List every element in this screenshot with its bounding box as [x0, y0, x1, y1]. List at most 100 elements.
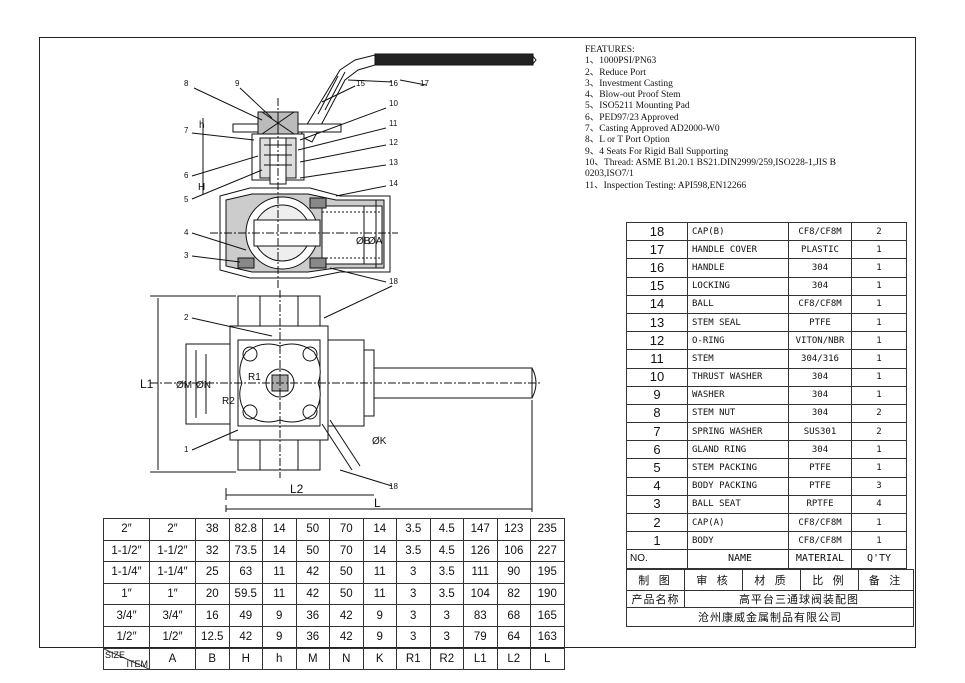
feature-item: 6、PED97/23 Approved [585, 112, 679, 123]
dim-header: R1 [396, 647, 431, 671]
part-qty: 1 [851, 385, 907, 405]
dim-B-label: ØB [356, 236, 371, 247]
header-qty: Q'TY [851, 549, 907, 569]
dim-cell: 11 [262, 582, 297, 606]
part-material: PTFE [788, 312, 852, 333]
dim-cell: 190 [530, 582, 565, 606]
dim-N-label: ØN [196, 380, 211, 391]
feature-item: 4、Blow-out Proof Stem [585, 90, 681, 101]
dim-cell: 14 [262, 518, 297, 541]
dim-L-label: L [374, 496, 381, 510]
part-no: 13 [626, 312, 688, 333]
feature-item: 10、Thread: ASME B1.20.1 BS21.DIN2999/259… [585, 157, 836, 168]
dim-cell: 4.5 [429, 518, 464, 541]
header-name: NAME [687, 549, 789, 569]
dim-cell: 14 [362, 518, 397, 541]
part-name: HANDLE COVER [687, 240, 789, 260]
part-material: CF8/CF8M [788, 294, 852, 314]
feature-item: 11、Inspection Testing: API598,EN12266 [585, 180, 747, 191]
balloon-18-top: 18 [389, 277, 398, 286]
dim-h-label: h [199, 120, 205, 131]
signoff-remarks: 备 注 [858, 569, 914, 591]
dim-cell: 82.8 [228, 518, 263, 541]
part-name: BODY PACKING [687, 476, 789, 496]
dim-cell: 49 [228, 604, 263, 627]
dim-header: H [228, 647, 263, 671]
dim-cell: 59.5 [228, 582, 263, 606]
dim-cell: 1-1/2″ [149, 539, 196, 563]
part-qty: 1 [851, 312, 907, 333]
part-material: PTFE [788, 476, 852, 496]
balloon-5: 5 [184, 195, 189, 204]
part-no: 3 [626, 494, 688, 515]
signoff-drawn: 制 图 [626, 569, 685, 591]
part-name: BALL SEAT [687, 494, 789, 515]
drawing-label-group: 8 9 15 16 17 10 11 12 13 14 7 6 5 4 3 18… [184, 79, 429, 491]
part-qty: 1 [851, 349, 907, 369]
balloon-9: 9 [235, 79, 240, 88]
part-no: 6 [626, 440, 688, 460]
dim-cell: 50 [329, 582, 364, 606]
dim-header: L2 [496, 647, 531, 671]
dim-K-label: ØK [372, 436, 387, 447]
dim-cell: 82 [496, 582, 531, 606]
dim-cell: 38 [195, 518, 230, 541]
dim-cell: 3.5 [429, 582, 464, 606]
part-no: 1 [626, 531, 688, 551]
dim-header: R2 [429, 647, 464, 671]
part-material: 304 [788, 440, 852, 460]
part-name: SPRING WASHER [687, 422, 789, 442]
dim-cell: 14 [362, 539, 397, 563]
dim-cell: 42 [329, 604, 364, 627]
dim-L2-label: L2 [290, 482, 304, 496]
dim-cell: 32 [195, 539, 230, 563]
part-material: 304 [788, 403, 852, 424]
balloon-15: 15 [356, 79, 365, 88]
part-qty: 1 [851, 512, 907, 533]
part-no: 17 [626, 240, 688, 260]
part-no: 11 [626, 349, 688, 369]
dim-cell: 11 [362, 582, 397, 606]
dim-cell: 42 [295, 561, 330, 584]
header-material: MATERIAL [788, 549, 852, 569]
part-no: 8 [626, 403, 688, 424]
dim-cell: 3.5 [396, 539, 431, 563]
signoff-scale: 比 例 [800, 569, 859, 591]
balloon-13: 13 [389, 158, 398, 167]
balloon-2: 2 [184, 313, 189, 322]
dim-cell: 42 [295, 582, 330, 606]
dim-R2-label: R2 [222, 396, 235, 407]
part-qty: 1 [851, 276, 907, 296]
dim-cell: 1-1/4″ [149, 561, 196, 584]
part-no: 14 [626, 294, 688, 314]
part-material: CF8/CF8M [788, 531, 852, 551]
part-qty: 1 [851, 458, 907, 478]
dim-cell: 3/4″ [149, 604, 196, 627]
dim-cell: 1/2″ [103, 625, 150, 649]
part-qty: 1 [851, 240, 907, 260]
product-name: 高平台三通球阀装配图 [684, 590, 914, 608]
dim-cell: 50 [329, 561, 364, 584]
part-material: PLASTIC [788, 240, 852, 260]
dim-cell: 9 [262, 625, 297, 649]
dim-M-label: ØM [176, 380, 192, 391]
dim-cell: 3/4″ [103, 604, 150, 627]
dim-cell: 3 [396, 604, 431, 627]
dim-cell: 73.5 [228, 539, 263, 563]
dim-cell: 3 [396, 582, 431, 606]
feature-item: 5、ISO5211 Mounting Pad [585, 101, 690, 112]
